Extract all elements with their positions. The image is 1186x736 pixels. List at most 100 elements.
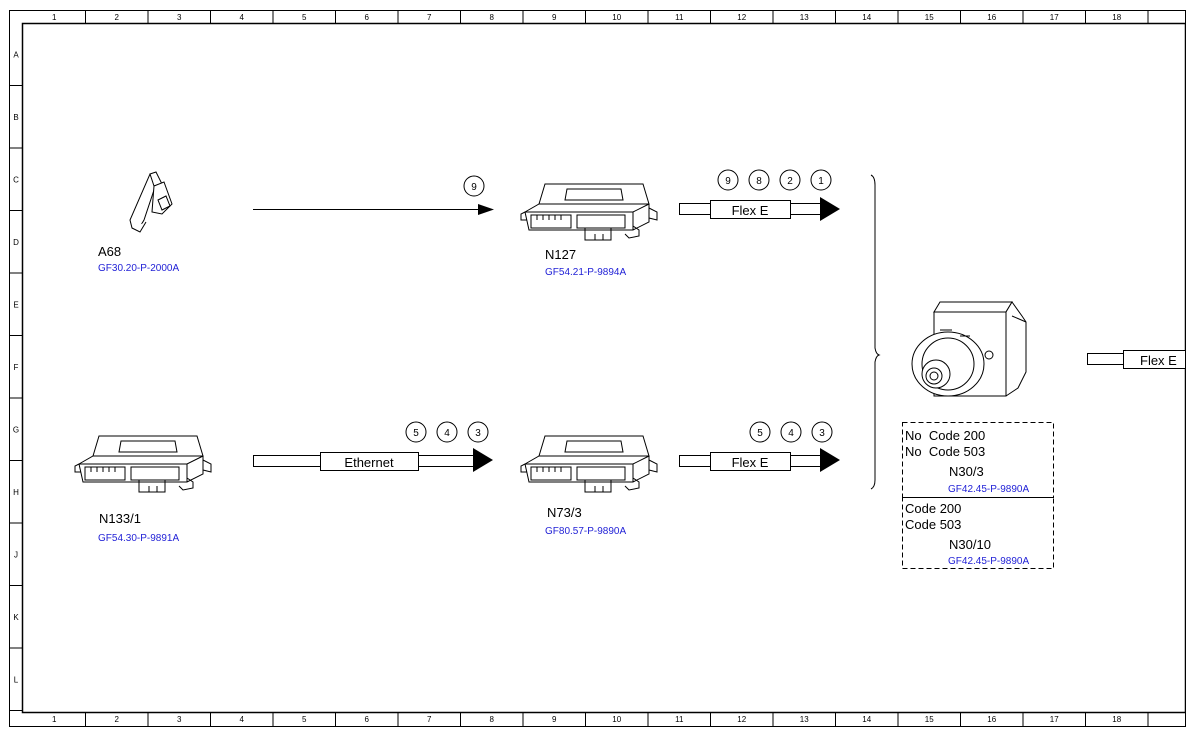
n133-signal-circles: 5 4 3 bbox=[405, 421, 489, 443]
grid-column-label: 16 bbox=[987, 715, 996, 724]
grid-column-label: 10 bbox=[612, 715, 621, 724]
n30-10-label: N30/10 bbox=[949, 537, 991, 552]
grid-row-label: L bbox=[14, 675, 19, 684]
grid-row-label: C bbox=[13, 175, 19, 184]
n30-10-condition-2: Code 503 bbox=[905, 517, 961, 532]
n30-3-component[interactable]: No Code 200 No Code 503 N30/3 GF42.45-P-… bbox=[902, 422, 1054, 498]
grid-column-label: 12 bbox=[737, 13, 746, 22]
esp-hydraulic-unit-icon bbox=[911, 301, 1027, 397]
grid-row-label: F bbox=[14, 363, 19, 372]
grid-column-label: 17 bbox=[1050, 13, 1059, 22]
signal-number: 5 bbox=[413, 428, 419, 439]
a68-component[interactable]: A68 GF30.20-P-2000A bbox=[98, 171, 179, 274]
n73-label: N73/3 bbox=[547, 505, 582, 520]
grid-column-label: 1 bbox=[52, 13, 57, 22]
n30-3-condition-2: No Code 503 bbox=[905, 444, 985, 459]
n127-flex-bus: Flex E 9 8 2 1 bbox=[679, 169, 840, 221]
n30-10-condition-1: Code 200 bbox=[905, 501, 961, 516]
grid-column-label: 4 bbox=[240, 715, 245, 724]
flex-e-bus-label: Flex E bbox=[732, 455, 769, 470]
grid-column-label: 16 bbox=[987, 13, 996, 22]
grid-column-label: 5 bbox=[302, 13, 307, 22]
grid-column-label: 13 bbox=[800, 715, 809, 724]
signal-number: 3 bbox=[475, 428, 481, 439]
signal-circle bbox=[463, 175, 485, 197]
grid-column-label: 3 bbox=[177, 715, 182, 724]
flex-e-bus-label: Flex E bbox=[1140, 353, 1177, 368]
signal-number: 3 bbox=[819, 428, 825, 439]
grid-column-label: 11 bbox=[675, 13, 684, 22]
signal-number: 2 bbox=[787, 176, 793, 187]
n127-ecu-icon bbox=[520, 183, 658, 241]
n127-label: N127 bbox=[545, 247, 576, 262]
grid-column-label: 18 bbox=[1112, 715, 1121, 724]
grid-column-label: 15 bbox=[925, 13, 934, 22]
grid-column-label: 3 bbox=[177, 13, 182, 22]
grid-column-label: 7 bbox=[427, 13, 432, 22]
n73-flex-bus: Flex E 5 4 3 bbox=[679, 421, 840, 472]
n127-signal-circles: 9 8 2 1 bbox=[717, 169, 832, 191]
grid-column-label: 17 bbox=[1050, 715, 1059, 724]
grid-column-label: 9 bbox=[552, 715, 557, 724]
flex-e-bus-label: Flex E bbox=[732, 203, 769, 218]
grid-column-label: 9 bbox=[552, 13, 557, 22]
grid-column-label: 8 bbox=[490, 13, 495, 22]
grid-column-label: 6 bbox=[365, 13, 370, 22]
grid-row-label: B bbox=[13, 113, 18, 122]
grid-row-label: A bbox=[13, 50, 19, 59]
grid-column-label: 15 bbox=[925, 715, 934, 724]
grid-column-label: 14 bbox=[862, 13, 871, 22]
grid-column-label: 13 bbox=[800, 13, 809, 22]
grid-column-label: 1 bbox=[52, 715, 57, 724]
a68-label: A68 bbox=[98, 244, 121, 259]
n73-signal-circles: 5 4 3 bbox=[749, 421, 833, 443]
n127-ref-link[interactable]: GF54.21-P-9894A bbox=[545, 267, 626, 278]
grid-column-label: 2 bbox=[115, 715, 120, 724]
grid-column-label: 10 bbox=[612, 13, 621, 22]
n127-component[interactable]: N127 GF54.21-P-9894A bbox=[520, 183, 658, 278]
grid-column-label: 12 bbox=[737, 715, 746, 724]
group-brace bbox=[870, 174, 881, 490]
a68-ref-link[interactable]: GF30.20-P-2000A bbox=[98, 263, 179, 274]
signal-number: 9 bbox=[471, 182, 477, 193]
grid-column-label: 11 bbox=[675, 715, 684, 724]
grid-column-label: 2 bbox=[115, 13, 120, 22]
grid-column-label: 14 bbox=[862, 715, 871, 724]
n73-ref-link[interactable]: GF80.57-P-9890A bbox=[545, 526, 626, 537]
grid-labels: 1122334455667788991010111112121313141415… bbox=[10, 10, 1149, 727]
n30-3-ref-link[interactable]: GF42.45-P-9890A bbox=[948, 484, 1029, 495]
n30-3-condition-1: No Code 200 bbox=[905, 428, 985, 443]
signal-number: 8 bbox=[756, 176, 762, 187]
n30-3-label: N30/3 bbox=[949, 464, 984, 479]
grid-column-label: 4 bbox=[240, 13, 245, 22]
signal-number: 4 bbox=[788, 428, 794, 439]
n133-label: N133/1 bbox=[99, 511, 141, 526]
grid-column-label: 8 bbox=[490, 715, 495, 724]
n73-ecu-icon bbox=[520, 435, 658, 493]
grid-row-label: G bbox=[13, 425, 19, 434]
n133-component[interactable]: N133/1 GF54.30-P-9891A bbox=[74, 435, 212, 544]
grid-row-label: D bbox=[13, 238, 19, 247]
n30-10-ref-link[interactable]: GF42.45-P-9890A bbox=[948, 556, 1029, 567]
ethernet-bus: Ethernet 5 4 3 bbox=[253, 421, 493, 472]
signal-number: 9 bbox=[725, 176, 731, 187]
n30-10-variant-box bbox=[902, 497, 1054, 569]
grid-row-label: K bbox=[13, 613, 19, 622]
n133-ecu-icon bbox=[74, 435, 212, 493]
n30-10-component[interactable]: Code 200 Code 503 N30/10 GF42.45-P-9890A bbox=[902, 497, 1054, 569]
grid-row-label: H bbox=[13, 488, 19, 497]
grid-column-label: 5 bbox=[302, 715, 307, 724]
grid-column-label: 18 bbox=[1112, 13, 1121, 22]
signal-number: 5 bbox=[757, 428, 763, 439]
a68-to-n127-signal: 9 bbox=[253, 175, 494, 215]
n30-3-variant-box bbox=[902, 422, 1054, 498]
grid-row-label: J bbox=[14, 550, 18, 559]
ethernet-bus-label: Ethernet bbox=[344, 455, 394, 470]
signal-number: 4 bbox=[444, 428, 450, 439]
grid-column-label: 6 bbox=[365, 715, 370, 724]
n133-ref-link[interactable]: GF54.30-P-9891A bbox=[98, 533, 179, 544]
n73-component[interactable]: N73/3 GF80.57-P-9890A bbox=[520, 435, 658, 537]
grid-column-label: 7 bbox=[427, 715, 432, 724]
a68-pedal-icon bbox=[129, 171, 173, 233]
